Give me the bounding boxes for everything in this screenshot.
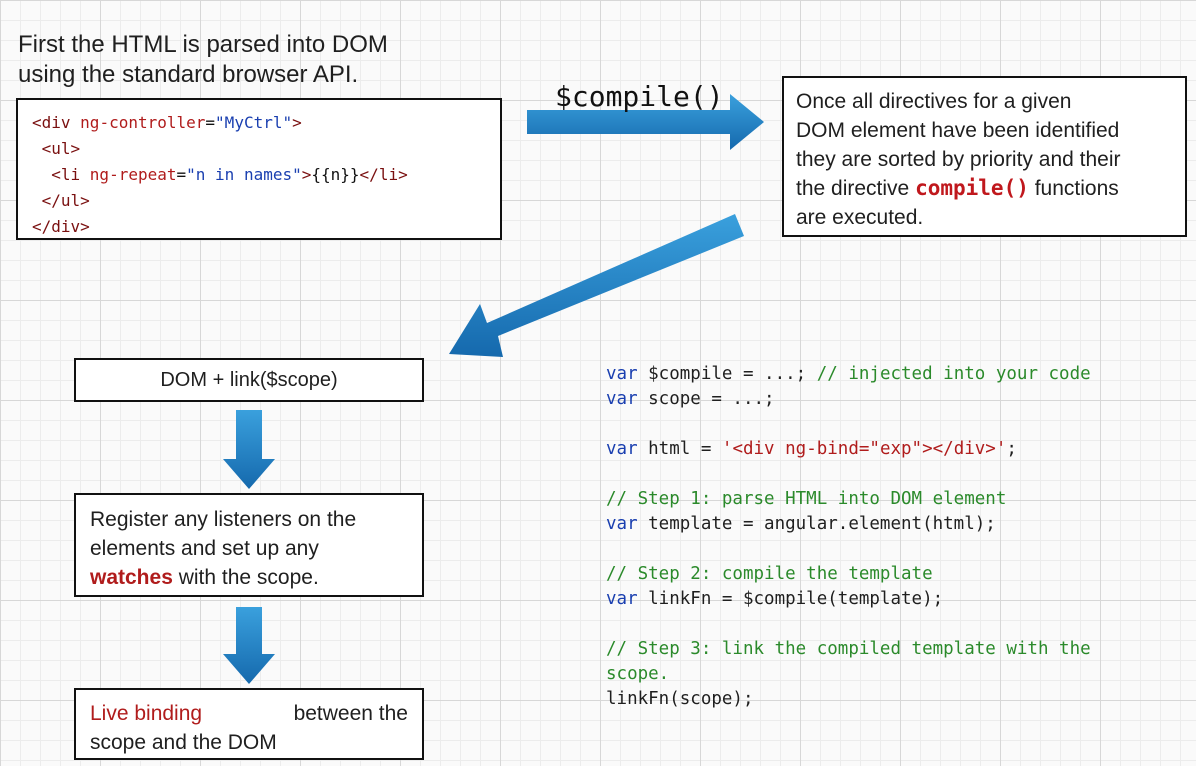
code-keyword: var xyxy=(606,514,638,534)
code-blank-line xyxy=(606,462,1166,487)
explain-compile-code: compile() xyxy=(915,176,1029,200)
compile-explanation-box: Once all directives for a given DOM elem… xyxy=(782,76,1187,237)
code-line: var template = angular.element(html); xyxy=(606,512,1166,537)
snippet-tag: <div xyxy=(32,113,81,132)
snippet-tag: <li xyxy=(51,165,90,184)
compile-label: $compile() xyxy=(555,80,724,113)
intro-line-1: First the HTML is parsed into DOM xyxy=(18,31,388,58)
snippet-end: </li> xyxy=(359,165,408,184)
live-line-1: Live binding between the xyxy=(90,699,408,728)
code-sample: var $compile = ...; // injected into you… xyxy=(606,362,1166,712)
register-line-2: elements and set up any xyxy=(90,537,319,560)
arrow-right xyxy=(527,94,764,150)
arrow-diagonal xyxy=(449,214,744,357)
dom-link-box: DOM + link($scope) xyxy=(74,358,424,402)
explain-line-4: the directive compile() functions xyxy=(796,174,1173,203)
arrow-down-2 xyxy=(223,607,275,684)
code-text: $compile = ...; xyxy=(637,364,817,384)
code-text: html = xyxy=(637,439,722,459)
intro-text: First the HTML is parsed into DOM using … xyxy=(18,30,478,90)
snippet-line-5: </div> xyxy=(32,217,90,236)
intro-line-2: using the standard browser API. xyxy=(18,61,359,88)
snippet-line-1: <div ng-controller="MyCtrl"> xyxy=(32,110,486,136)
snippet-eq: = xyxy=(205,113,216,132)
code-comment-line: // Step 2: compile the template xyxy=(606,564,933,584)
live-binding-highlight: Live binding xyxy=(90,702,203,725)
snippet-val: "MyCtrl" xyxy=(215,113,293,132)
explain-line-3: they are sorted by priority and their xyxy=(796,148,1121,171)
code-line: var $compile = ...; // injected into you… xyxy=(606,362,1166,387)
code-keyword: var xyxy=(606,439,638,459)
snippet-line-2: <ul> xyxy=(32,139,81,158)
snippet-line-4: </ul> xyxy=(32,191,90,210)
snippet-line-3: <li ng-repeat="n in names">{{n}}</li> xyxy=(32,162,486,188)
live-line-2: scope and the DOM xyxy=(90,731,277,754)
snippet-expr: {{n}} xyxy=(311,165,360,184)
code-line: var linkFn = $compile(template); xyxy=(606,587,1166,612)
explain-line-1: Once all directives for a given xyxy=(796,90,1072,113)
code-keyword: var xyxy=(606,589,638,609)
snippet-eq: = xyxy=(176,165,187,184)
register-line-3-rest: with the scope. xyxy=(172,566,319,589)
register-listeners-box: Register any listeners on the elements a… xyxy=(74,493,424,597)
code-blank-line xyxy=(606,412,1166,437)
explain-line-5: are executed. xyxy=(796,206,924,229)
code-text: ; xyxy=(1006,439,1017,459)
code-blank-line xyxy=(606,612,1166,637)
html-snippet-box: <div ng-controller="MyCtrl"> <ul> <li ng… xyxy=(16,98,502,240)
code-comment-line: // Step 1: parse HTML into DOM element xyxy=(606,489,1007,509)
live-line-1-rest: between the xyxy=(293,702,408,725)
code-keyword: var xyxy=(606,364,638,384)
snippet-val: "n in names" xyxy=(186,165,302,184)
snippet-close: > xyxy=(292,113,302,132)
code-comment-line: scope. xyxy=(606,664,670,684)
snippet-indent xyxy=(32,165,51,184)
snippet-attr: ng-controller xyxy=(80,113,206,132)
code-comment: // injected into your code xyxy=(816,364,1091,384)
explain-line-4-post: functions xyxy=(1028,177,1119,200)
register-line-3: watches with the scope. xyxy=(90,563,408,592)
register-line-1: Register any listeners on the xyxy=(90,508,357,531)
code-string: '<div ng-bind="exp"></div>' xyxy=(721,439,1007,459)
snippet-attr: ng-repeat xyxy=(89,165,177,184)
code-text: linkFn = $compile(template); xyxy=(637,589,944,609)
arrow-down-1 xyxy=(223,410,275,489)
snippet-close: > xyxy=(301,165,312,184)
code-comment-line: // Step 3: link the compiled template wi… xyxy=(606,639,1091,659)
explain-line-2: DOM element have been identified xyxy=(796,119,1120,142)
code-text: template = angular.element(html); xyxy=(637,514,996,534)
code-keyword: var xyxy=(606,389,638,409)
live-binding-box: Live binding between the scope and the DO… xyxy=(74,688,424,760)
code-line: linkFn(scope); xyxy=(606,689,754,709)
code-blank-line xyxy=(606,537,1166,562)
code-line: var scope = ...; xyxy=(606,387,1166,412)
code-line: var html = '<div ng-bind="exp"></div>'; xyxy=(606,437,1166,462)
explain-line-4-pre: the directive xyxy=(796,177,916,200)
watches-highlight: watches xyxy=(90,566,173,589)
code-text: scope = ...; xyxy=(637,389,775,409)
